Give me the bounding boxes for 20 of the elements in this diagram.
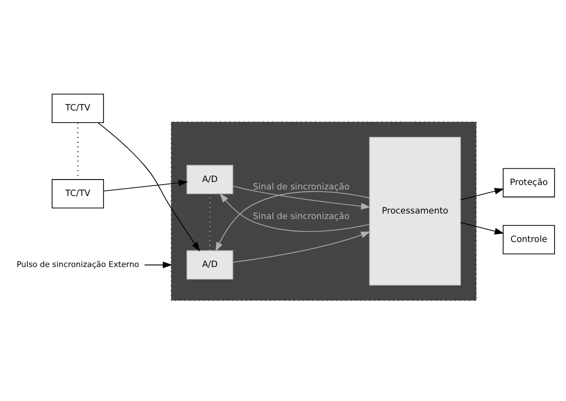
- arrow: [232, 232, 370, 263]
- arrow: [232, 186, 371, 210]
- edge-label: Sinal de sincronização: [252, 182, 350, 193]
- node-box: TC/TV: [52, 94, 104, 124]
- arrow: [144, 262, 172, 268]
- node-box: Processamento: [369, 136, 461, 286]
- node-box: Proteção: [502, 168, 555, 198]
- arrow: [460, 188, 504, 200]
- arrow: [103, 180, 188, 192]
- node-box: A/D: [186, 250, 234, 280]
- arrow: [220, 193, 370, 232]
- cluster: [170, 121, 477, 301]
- node-box: A/D: [186, 164, 234, 194]
- arrow: [460, 222, 504, 234]
- node-box: Controle: [502, 225, 555, 254]
- node-box: TC/TV: [52, 179, 104, 208]
- arrow: [98, 122, 200, 252]
- arrow: [215, 191, 370, 252]
- node-text: Pulso de sincronização Externo: [16, 260, 140, 269]
- edge-label: Sinal de sincronização: [252, 212, 350, 222]
